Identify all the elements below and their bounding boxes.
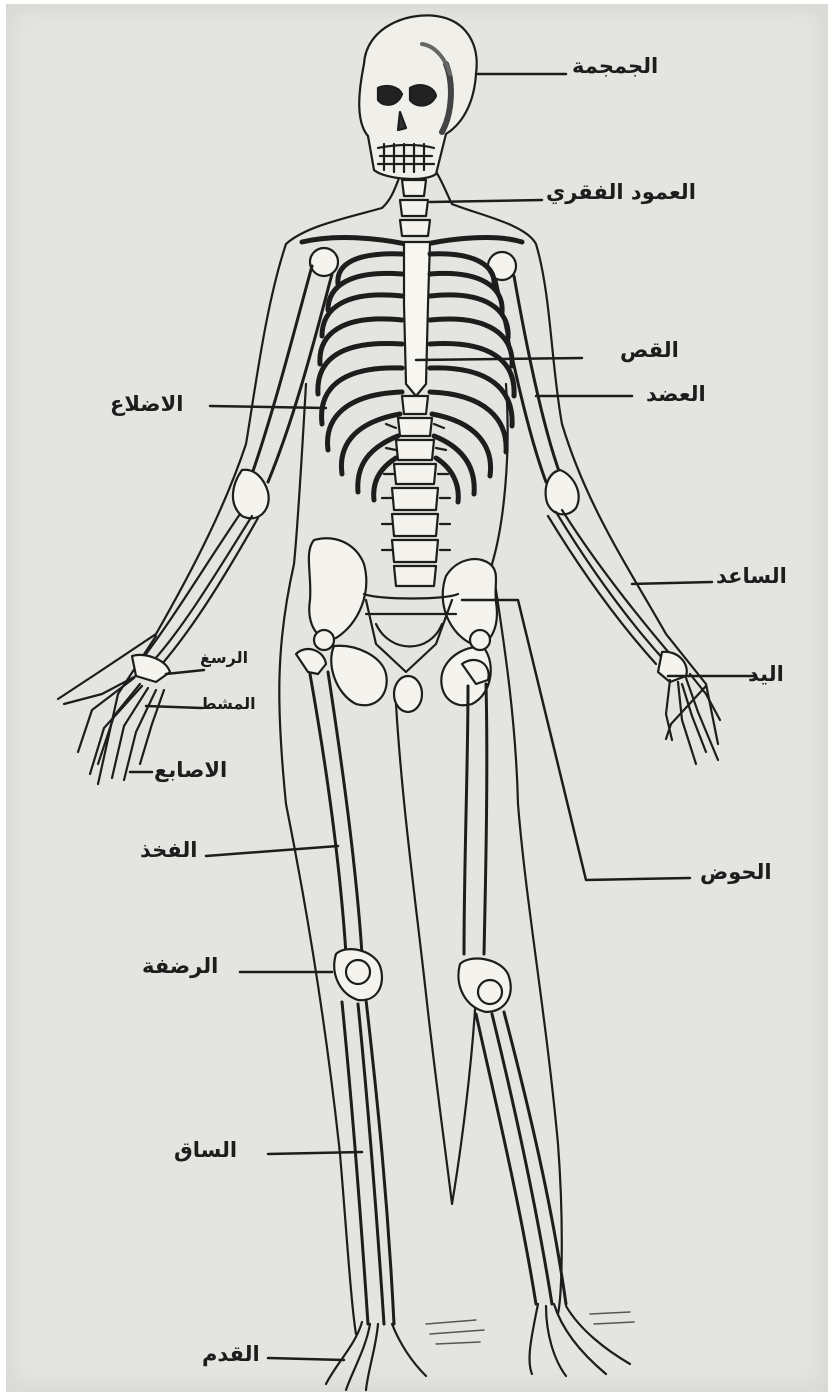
pelvis-leader [462, 600, 690, 880]
leg-leader [268, 1152, 362, 1154]
ribs-leader [210, 406, 326, 408]
label-humerus: العضد [646, 384, 706, 405]
femur-leader [206, 846, 338, 856]
body-outline [58, 144, 718, 1334]
shoulder-joint-left [310, 248, 338, 276]
label-hand: اليد [748, 664, 784, 685]
label-palm: المشط [200, 696, 256, 712]
label-pelvis: الحوض [700, 862, 772, 883]
label-ribs: الاضلاع [110, 394, 183, 415]
leader-lines [130, 74, 754, 1360]
label-leg: الساق [174, 1140, 237, 1161]
sternum-drawing [404, 242, 430, 396]
label-skull: الجمجمة [572, 56, 658, 77]
label-sternum: القص [620, 340, 679, 361]
sternum-leader [416, 358, 582, 360]
forearm-leader [632, 582, 712, 584]
left-arm-drawing [64, 266, 332, 780]
label-femur: الفخذ [140, 840, 197, 861]
label-wrist: الرسغ [200, 650, 248, 666]
label-kneecap: الرضفة [142, 956, 218, 977]
palm-leader [146, 706, 202, 708]
spine-leader [430, 200, 542, 202]
skull-drawing [359, 15, 476, 179]
wrist-leader [166, 670, 204, 674]
skeleton-illustration [6, 4, 828, 1392]
foot-leader [268, 1358, 344, 1360]
label-forearm: الساعد [716, 566, 787, 587]
legs-drawing [296, 649, 634, 1390]
label-fingers: الاصابع [154, 760, 227, 781]
label-spine: العمود الفقري [546, 182, 696, 203]
right-arm-drawing [496, 276, 720, 764]
diagram-sheet: الجمجمة العمود الفقري القص العضد الاضلاع… [6, 4, 828, 1392]
label-foot: القدم [202, 1344, 260, 1365]
